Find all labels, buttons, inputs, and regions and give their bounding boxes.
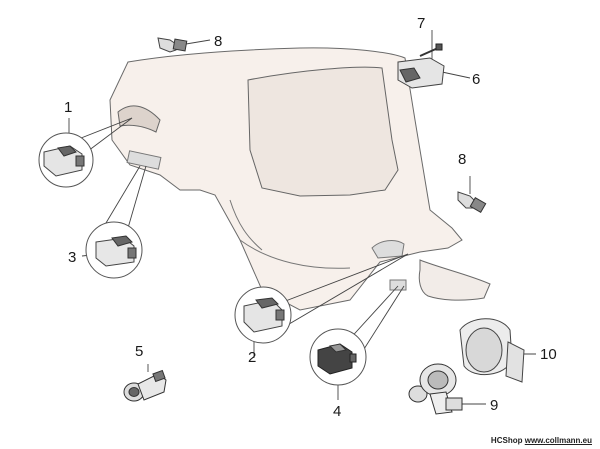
part-9-ignition-lock	[408, 363, 463, 415]
part-8-bulb-right	[457, 191, 487, 214]
footer-credit: HCShop www.collmann.eu	[491, 436, 592, 445]
part-10-ring-cover	[459, 318, 525, 383]
part-8-bulb-top	[157, 37, 188, 53]
callout-number-part-9: 9	[490, 397, 498, 414]
part-4-switch	[317, 343, 357, 375]
callout-number-part-2: 2	[248, 349, 256, 366]
callout-number-part-7: 7	[417, 15, 425, 32]
part-7-screw	[419, 43, 443, 57]
callout-number-part-10: 10	[540, 346, 557, 363]
footer-site-link[interactable]: www.collmann.eu	[524, 436, 592, 445]
callout-number-part-6: 6	[472, 71, 480, 88]
part-1-switch	[43, 145, 85, 177]
part-6-bracket	[397, 57, 445, 89]
callout-number-part-5: 5	[135, 343, 143, 360]
part-3-switch	[95, 235, 137, 267]
callout-number-part-8-right: 8	[458, 151, 466, 168]
callout-number-part-1: 1	[64, 99, 72, 116]
footer-prefix: HCShop	[490, 436, 523, 445]
lower-tray	[418, 259, 491, 301]
rear-body-panel	[109, 47, 463, 311]
callout-number-part-4: 4	[333, 403, 341, 420]
callout-number-part-3: 3	[68, 249, 76, 266]
part-2-switch	[243, 297, 285, 333]
callout-number-part-8-top: 8	[214, 33, 222, 50]
part-5-socket	[123, 369, 167, 402]
